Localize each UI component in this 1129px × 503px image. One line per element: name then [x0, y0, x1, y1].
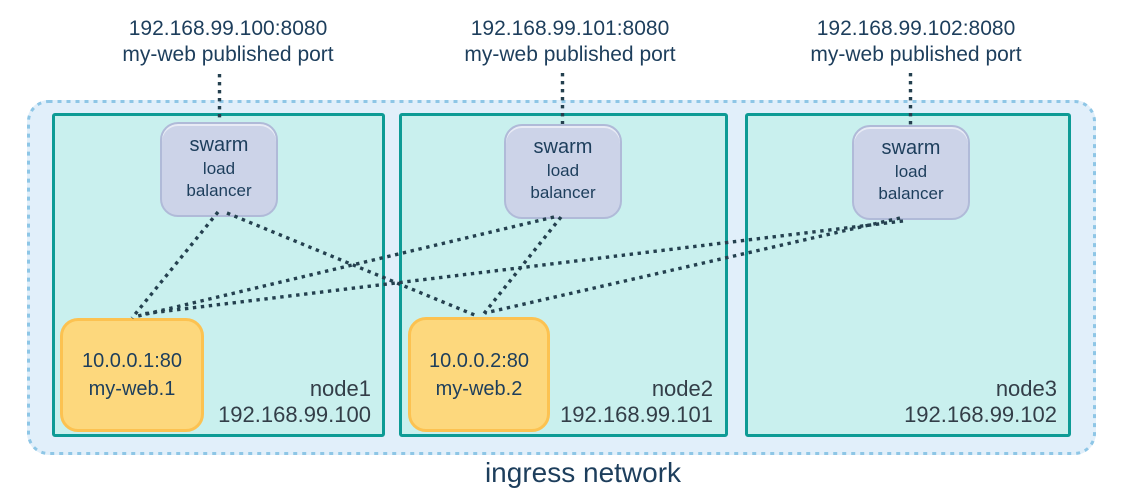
published-port-caption: my-web published port [810, 43, 1022, 66]
task-my-web-2: 10.0.0.2:80 my-web.2 [408, 317, 550, 432]
lb-label-balancer: balancer [186, 181, 252, 200]
published-port-label-2: 192.168.99.101:8080 my-web published por… [400, 16, 740, 68]
node2-caption: node2 192.168.99.101 [560, 376, 713, 428]
node-ip: 192.168.99.101 [560, 402, 713, 427]
lb-label-swarm: swarm [533, 136, 593, 158]
ingress-network-title: ingress network [484, 457, 682, 488]
node3-caption: node3 192.168.99.102 [904, 376, 1057, 428]
task-address: 10.0.0.1:80 [81, 350, 183, 372]
task-name: my-web.2 [435, 377, 523, 400]
node-name: node3 [995, 376, 1057, 401]
published-port-address: 192.168.99.101:8080 [470, 17, 670, 40]
lb-label-load: load [894, 162, 928, 181]
task-name: my-web.1 [88, 378, 176, 400]
lb-label-balancer: balancer [878, 184, 944, 203]
lb-label-swarm: swarm [189, 134, 249, 156]
task-my-web-1: 10.0.0.1:80 my-web.1 [60, 318, 204, 432]
node1-caption: node1 192.168.99.100 [218, 376, 371, 428]
node2-load-balancer: swarm load balancer [504, 124, 622, 219]
node3-load-balancer: swarm load balancer [852, 125, 970, 220]
node-ip: 192.168.99.100 [218, 402, 371, 427]
published-port-caption: my-web published port [122, 43, 334, 66]
lb-label-load: load [202, 159, 236, 178]
node1-load-balancer: swarm load balancer [160, 122, 278, 217]
published-port-address: 192.168.99.102:8080 [816, 17, 1016, 40]
published-port-caption: my-web published port [464, 43, 676, 66]
lb-label-balancer: balancer [530, 183, 596, 202]
node-ip: 192.168.99.102 [904, 402, 1057, 427]
published-port-label-3: 192.168.99.102:8080 my-web published por… [746, 16, 1086, 68]
node-name: node1 [309, 376, 371, 401]
lb-label-swarm: swarm [881, 137, 941, 159]
lb-label-load: load [546, 161, 580, 180]
task-address: 10.0.0.2:80 [428, 349, 530, 372]
published-port-address: 192.168.99.100:8080 [128, 17, 328, 40]
published-port-label-1: 192.168.99.100:8080 my-web published por… [58, 16, 398, 68]
node-name: node2 [651, 376, 713, 401]
